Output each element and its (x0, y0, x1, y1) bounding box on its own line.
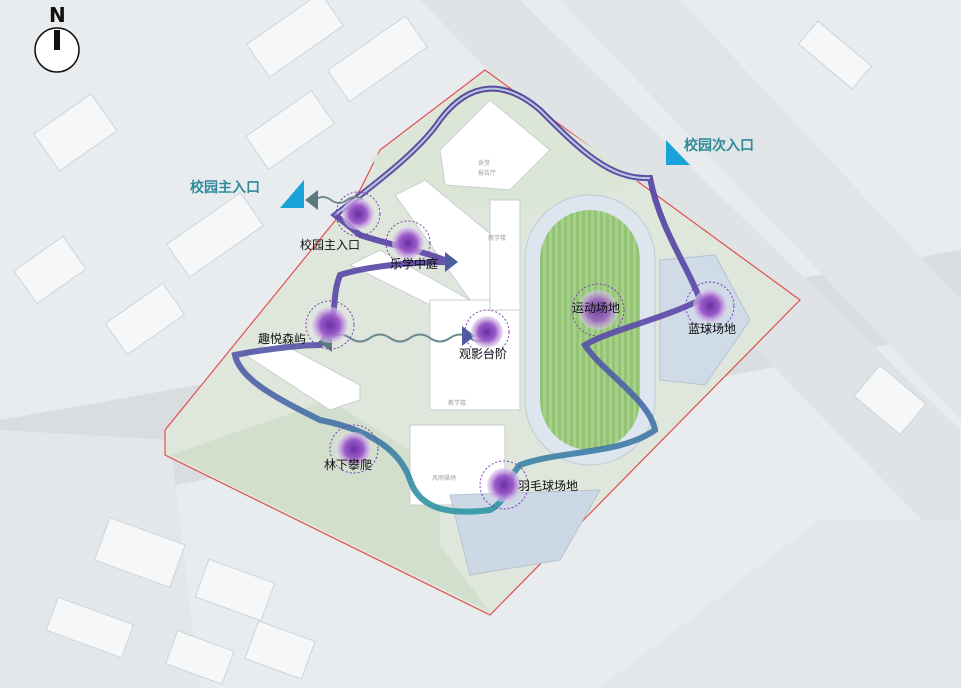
node-marker-basketball-court[interactable] (685, 281, 735, 331)
node-label-badminton-court: 羽毛球场地 (518, 479, 578, 493)
svg-text:食堂: 食堂 (478, 159, 490, 167)
node-label-basketball-court: 蓝球场地 (688, 322, 736, 336)
building-tags: 食堂 报告厅 教学楼 教学楼 风雨操场 (432, 159, 506, 482)
node-marker-main-gate[interactable] (335, 191, 381, 237)
node-label-viewing-steps: 观影台阶 (459, 346, 507, 361)
node-marker-sports-field[interactable] (571, 283, 625, 337)
secondary-entrance-label: 校园次入口 (684, 137, 754, 154)
svg-text:风雨操场: 风雨操场 (432, 474, 456, 482)
node-label-main-gate: 校园主入口 (300, 237, 360, 252)
entrance-labels: 校园主入口 校园次入口 (190, 137, 754, 196)
node-label-sports-field: 运动场地 (572, 301, 620, 315)
school-buildings (243, 99, 551, 506)
node-marker-central-court[interactable] (385, 220, 431, 266)
node-labels: 校园主入口 乐学中庭 趣悦森屿 观影台阶 运动场地 蓝球场地 林下攀爬 羽毛球场… (258, 237, 736, 493)
main-entrance-arrow-icon (280, 180, 304, 208)
node-marker-viewing-steps[interactable] (464, 309, 510, 355)
node-marker-forest-climb[interactable] (329, 424, 379, 474)
svg-text:报告厅: 报告厅 (478, 169, 496, 177)
surrounding-buildings (13, 0, 927, 685)
north-letter: N (49, 3, 66, 27)
north-arrow: N (34, 3, 80, 73)
svg-text:教学楼: 教学楼 (488, 234, 506, 242)
secondary-entrance-arrow-icon (666, 140, 690, 165)
node-marker-badminton-court[interactable] (479, 460, 529, 510)
svg-text:教学楼: 教学楼 (448, 399, 466, 407)
node-label-forest-climb: 林下攀爬 (324, 458, 372, 472)
running-track (524, 194, 656, 466)
node-label-central-court: 乐学中庭 (390, 256, 438, 271)
node-marker-forest-islet[interactable] (305, 300, 355, 350)
entrance-arrows (280, 140, 690, 208)
node-label-forest-islet: 趣悦森屿 (258, 331, 306, 346)
main-entrance-label: 校园主入口 (190, 179, 260, 196)
node-markers (305, 191, 735, 510)
